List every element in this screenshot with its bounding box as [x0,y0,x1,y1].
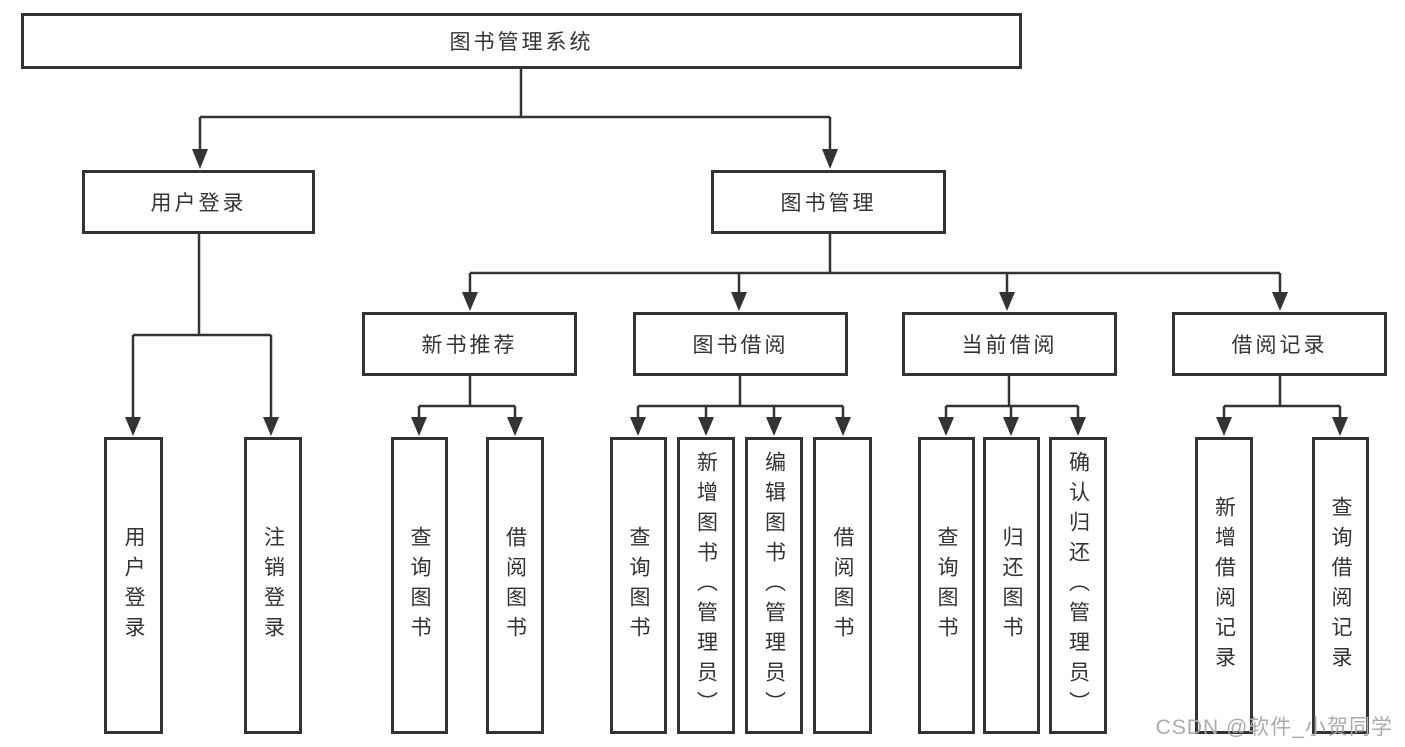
arrowhead-icon [999,292,1015,311]
leaf-edit-books-admin: 编辑图书（管理员） [745,437,803,734]
edge-book-mgmt-to-level2 [468,234,1282,295]
arrowhead-icon [411,417,427,436]
leaf-borrow-books-recommend: 借阅图书 [486,437,544,734]
node-label: 图书管理系统 [449,31,594,54]
node-label: 查询图书 [935,525,958,646]
arrowhead-icon [766,417,782,436]
node-label: 注销登录 [261,525,285,646]
node-label: 新增图书（管理员） [694,450,718,721]
leaf-add-books-admin: 新增图书（管理员） [677,437,735,734]
leaf-query-books-current: 查询图书 [918,437,975,734]
edge-records-to-leaves [1222,376,1342,420]
node-label: 归还图书 [1000,525,1023,646]
node-borrow-records: 借阅记录 [1172,312,1387,376]
node-label: 确认归还（管理员） [1066,450,1090,721]
leaf-return-books: 归还图书 [983,437,1040,734]
node-label: 借阅图书 [831,525,854,646]
node-label: 查询图书 [627,525,650,646]
leaf-borrow-books: 借阅图书 [813,437,872,734]
node-user-login: 用户登录 [82,170,315,234]
arrowhead-icon [1272,292,1288,311]
leaf-query-books-recommend: 查询图书 [391,437,448,734]
leaf-query-borrow-record: 查询借阅记录 [1312,437,1369,734]
arrowhead-icon [630,417,646,436]
arrow-heads [125,149,1348,436]
arrowhead-icon [1003,417,1019,436]
arrowhead-icon [822,149,838,169]
leaf-add-borrow-record: 新增借阅记录 [1195,437,1253,734]
edge-borrow-to-leaves [636,376,845,420]
node-current-borrow: 当前借阅 [902,312,1117,376]
node-new-book-recommend: 新书推荐 [362,312,577,376]
arrowhead-icon [263,417,279,436]
edge-current-to-leaves [944,376,1080,420]
edge-new-book-to-leaves [417,376,517,420]
node-label: 借阅图书 [503,525,527,646]
edge-stems [131,69,1342,420]
node-book-borrow: 图书借阅 [633,312,848,376]
arrowhead-icon [192,149,208,169]
node-label: 编辑图书（管理员） [762,450,786,721]
node-label: 当前借阅 [961,334,1058,357]
edge-root-to-level1 [198,69,832,152]
leaf-user-login: 用户登录 [104,437,163,734]
arrowhead-icon [125,417,141,436]
arrowhead-icon [462,292,478,311]
node-label: 新增借阅记录 [1212,495,1236,676]
arrowhead-icon [731,292,747,311]
arrowhead-icon [835,417,851,436]
arrowhead-icon [507,417,523,436]
node-label: 查询图书 [408,525,431,646]
leaf-query-books-borrow: 查询图书 [610,437,667,734]
node-label: 用户登录 [122,525,145,646]
node-label: 图书管理 [780,192,877,215]
arrowhead-icon [938,417,954,436]
node-label: 查询借阅记录 [1329,495,1352,676]
edge-user-login-to-leaves [131,234,273,420]
arrowhead-icon [1332,417,1348,436]
node-label: 新书推荐 [421,334,518,357]
leaf-logout: 注销登录 [244,437,302,734]
arrowhead-icon [698,417,714,436]
node-library-system: 图书管理系统 [21,13,1022,69]
node-label: 图书借阅 [692,334,789,357]
node-label: 借阅记录 [1231,334,1328,357]
node-book-management: 图书管理 [711,170,946,234]
node-label: 用户登录 [150,192,247,215]
arrowhead-icon [1070,417,1086,436]
leaf-confirm-return-admin: 确认归还（管理员） [1049,437,1107,734]
arrowhead-icon [1216,417,1232,436]
